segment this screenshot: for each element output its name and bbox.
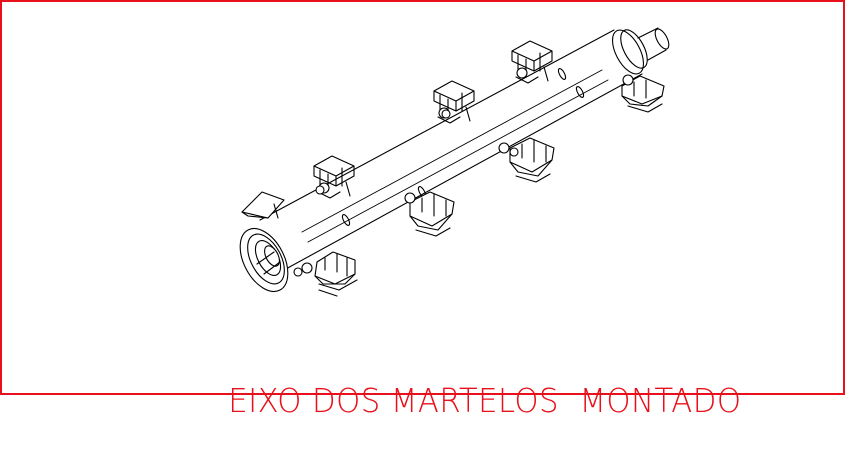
drawing-sheet-frame: EIXO DOS MARTELOS MONTADO: [0, 0, 845, 420]
shaft-cylinder: [239, 27, 670, 293]
hammer-6: [404, 191, 455, 237]
hammer-8: [621, 74, 665, 113]
hammer-2: [433, 80, 475, 124]
hammer-3: [511, 40, 553, 84]
hammer-shaft-drawing: [239, 27, 670, 297]
hammer-5: [301, 251, 358, 297]
drawing-title-text: EIXO DOS MARTELOS MONTADO: [227, 381, 742, 420]
hammer-4: [241, 191, 285, 219]
hammer-7: [498, 137, 555, 183]
hammer-1: [313, 155, 355, 199]
drawing-title: EIXO DOS MARTELOS MONTADO: [2, 341, 845, 461]
